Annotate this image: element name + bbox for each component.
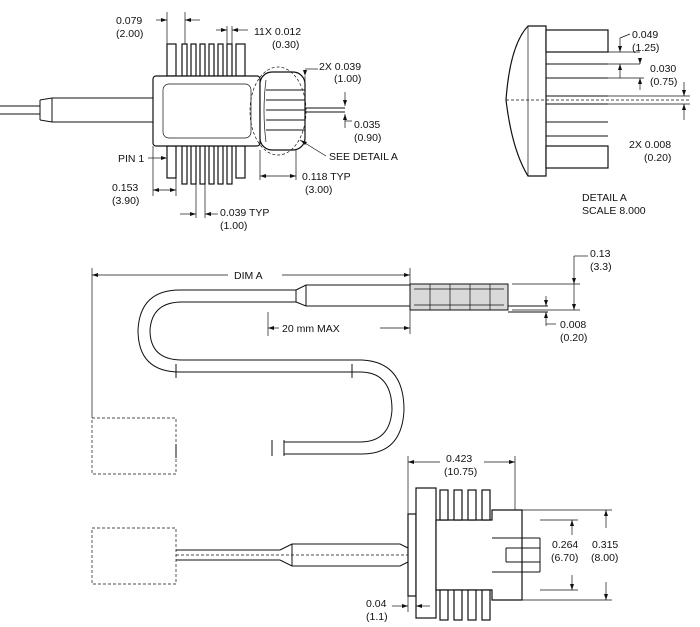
- dim-2x: 2X 0.039: [319, 61, 361, 73]
- dim-153: 0.153: [112, 182, 138, 194]
- detail-a-view: 0.049 (1.25) 0.030 (0.75) 2X 0.008 (0.20…: [505, 25, 690, 217]
- dim-423-mm: (10.75): [444, 466, 477, 478]
- detail-title: DETAIL A: [582, 192, 627, 204]
- dim-264-mm: (6.70): [551, 552, 578, 564]
- dim-0008-mm: (0.20): [560, 332, 587, 344]
- dim-030: 0.030: [650, 63, 676, 75]
- dim-035-mm: (0.90): [354, 132, 381, 144]
- detail-scale: SCALE 8.000: [582, 205, 646, 217]
- dim-004-mm: (1.1): [366, 611, 388, 623]
- dim-423: 0.423: [446, 453, 472, 465]
- dim-315-mm: (8.00): [591, 552, 618, 564]
- dim-039typ: 0.039 TYP: [220, 207, 269, 219]
- dim-049-mm: (1.25): [632, 42, 659, 54]
- pin1-label: PIN 1: [118, 153, 144, 165]
- dim-035: 0.035: [354, 119, 380, 131]
- dim-pins-mm: (0.30): [272, 39, 299, 51]
- dim-004: 0.04: [366, 598, 387, 610]
- dim-013: 0.13: [590, 248, 611, 260]
- dim-2x-mm: (1.00): [334, 73, 361, 85]
- dim-118: 0.118 TYP: [302, 171, 351, 183]
- side-view: DIM A 20 mm MAX: [91, 248, 612, 475]
- see-detail-label: SEE DETAIL A: [329, 151, 398, 163]
- dim-039typ-mm: (1.00): [220, 220, 247, 232]
- dim-008-mm: (0.20): [644, 152, 671, 164]
- dim-0008: 0.008: [560, 319, 586, 331]
- dim-030-mm: (0.75): [650, 76, 677, 88]
- dim-049: 0.049: [632, 29, 658, 41]
- dim-008: 2X 0.008: [629, 139, 671, 151]
- dim-118-mm: (3.00): [305, 184, 332, 196]
- dim-pins: 11X 0.012: [254, 26, 301, 38]
- bottom-view: 0.423 (10.75) 0.264 (6.70) 0.315 (8.00) …: [91, 453, 618, 623]
- top-view: 0.079 (2.00) 11X 0.012 (0.30) 2X 0.039 (…: [0, 12, 398, 232]
- dim-264: 0.264: [552, 539, 578, 551]
- dim-20mm: 20 mm MAX: [282, 323, 340, 335]
- dim-pitch-mm: (2.00): [116, 28, 143, 40]
- dim-a: DIM A: [234, 270, 263, 282]
- dim-013-mm: (3.3): [590, 261, 612, 273]
- top-pins: [166, 43, 246, 77]
- dim-153-mm: (3.90): [112, 195, 139, 207]
- bottom-pins: [166, 145, 246, 185]
- dim-pitch: 0.079: [116, 15, 142, 27]
- dim-315: 0.315: [592, 539, 618, 551]
